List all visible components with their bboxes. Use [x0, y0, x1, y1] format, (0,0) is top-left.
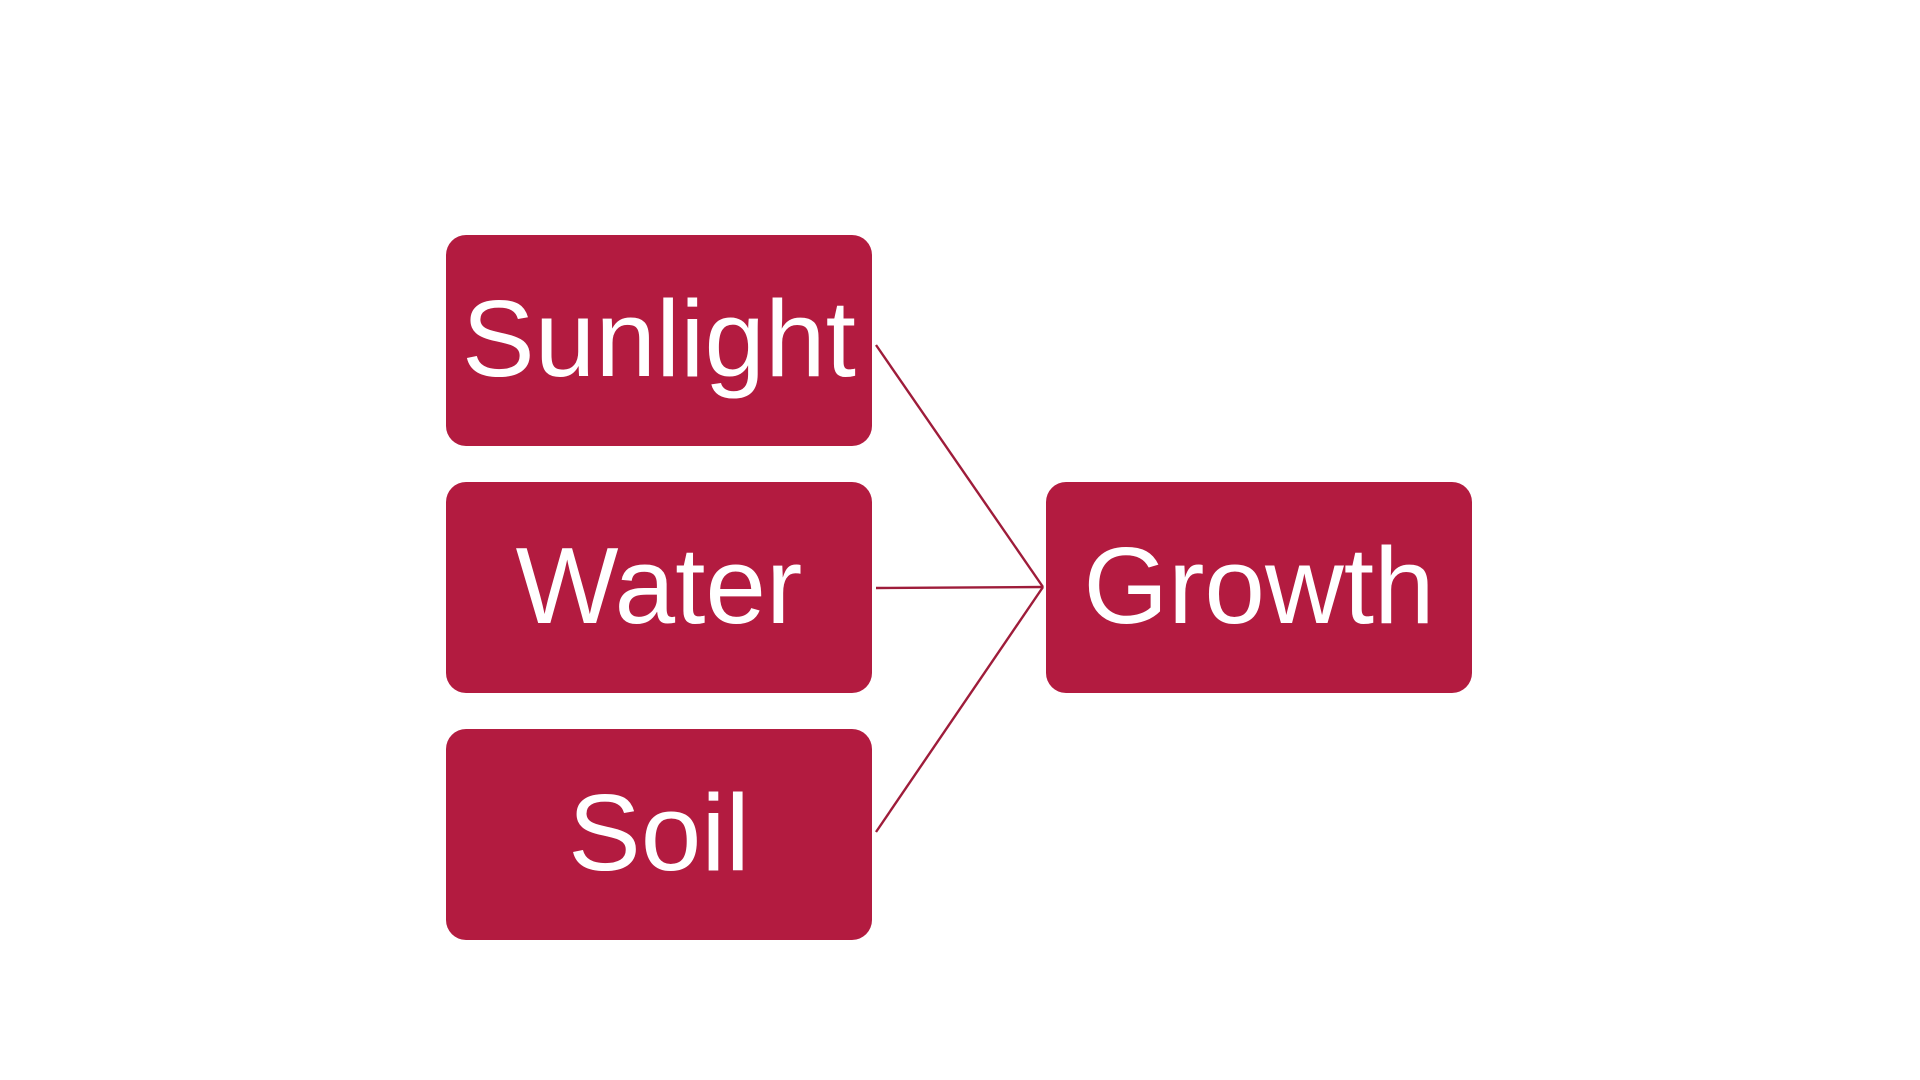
- connector-soil-to-growth: [875, 586, 1044, 833]
- connector-sunlight-to-growth: [875, 344, 1044, 588]
- node-label-water: Water: [515, 525, 803, 647]
- node-label-growth: Growth: [1083, 525, 1435, 647]
- node-sunlight: Sunlight: [446, 235, 872, 446]
- node-label-sunlight: Sunlight: [462, 278, 856, 400]
- node-soil: Soil: [446, 729, 872, 940]
- connector-water-to-growth: [875, 585, 1044, 590]
- node-growth: Growth: [1046, 482, 1472, 693]
- node-water: Water: [446, 482, 872, 693]
- node-label-soil: Soil: [568, 772, 750, 894]
